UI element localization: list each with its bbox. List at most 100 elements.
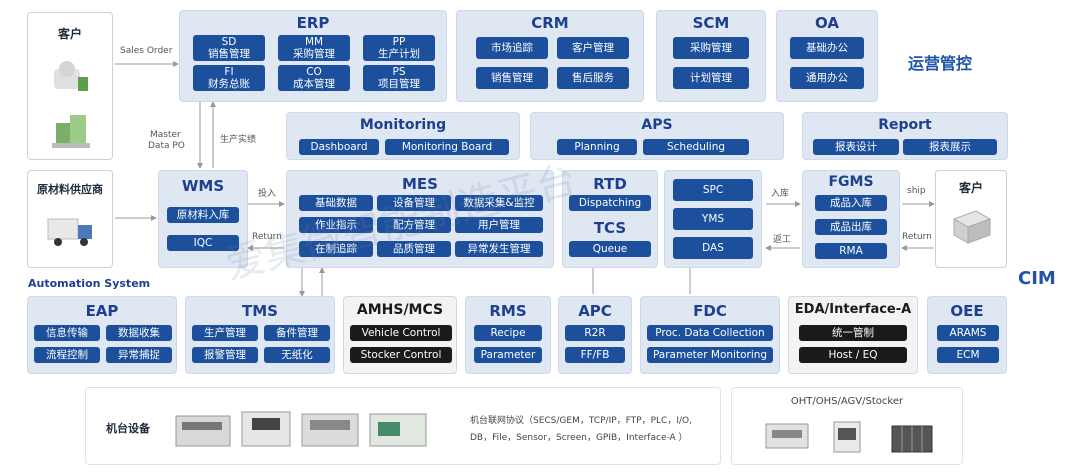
return-right-label: Return [902, 232, 932, 242]
crm-sales-button[interactable]: 销售管理 [476, 67, 548, 89]
tcs-title: TCS [593, 219, 627, 237]
return-left-label: Return [252, 232, 282, 242]
wms-inbound-button[interactable]: 原材料入库 [167, 207, 239, 223]
wms-iqc-button[interactable]: IQC [167, 235, 239, 251]
monitoring-panel: Monitoring Dashboard Monitoring Board [286, 112, 520, 160]
scm-panel: SCM 采购管理 计划管理 [656, 10, 766, 102]
queue-button[interactable]: Queue [569, 241, 651, 257]
eda-panel: EDA/Interface-A 统一管制 Host / EQ [788, 296, 918, 374]
cargo-icon [952, 210, 992, 244]
mes-instruction-button[interactable]: 作业指示 [299, 217, 373, 233]
proc-data-collection-button[interactable]: Proc. Data Collection [647, 325, 773, 341]
eda-title: EDA/Interface-A [794, 302, 912, 317]
tms-alarm-button[interactable]: 报警管理 [192, 347, 258, 363]
inbound-label: 入库 [771, 189, 790, 199]
fgms-inbound-button[interactable]: 成品入库 [815, 195, 887, 211]
crm-customer-button[interactable]: 客户管理 [557, 37, 629, 59]
crm-title: CRM [531, 14, 569, 32]
customer-icon [54, 61, 88, 91]
scm-plan-button[interactable]: 计划管理 [673, 67, 749, 89]
yms-button[interactable]: YMS [673, 208, 753, 230]
tms-paperless-button[interactable]: 无纸化 [264, 347, 330, 363]
scheduling-button[interactable]: Scheduling [643, 139, 749, 155]
parameter-monitoring-button[interactable]: Parameter Monitoring [647, 347, 773, 363]
crm-service-button[interactable]: 售后服务 [557, 67, 629, 89]
tms-title: TMS [242, 302, 278, 320]
ops-label: 运营管控 [908, 54, 973, 73]
crm-market-button[interactable]: 市场追踪 [476, 37, 548, 59]
oa-general-button[interactable]: 通用办公 [790, 67, 864, 89]
oee-panel: OEE ARAMS ECM [927, 296, 1007, 374]
eap-exception-button[interactable]: 异常捕捉 [106, 347, 172, 363]
master-label: Master [150, 130, 181, 140]
protocol-line-1: 机台联网协议（SECS/GEM，TCP/IP，FTP，PLC，I/O, [470, 416, 692, 426]
dispatching-button[interactable]: Dispatching [569, 195, 651, 211]
equipment-title: 机台设备 [106, 422, 150, 435]
oa-basic-button[interactable]: 基础办公 [790, 37, 864, 59]
customer-left-box: 客户 [27, 12, 113, 160]
parameter-button[interactable]: Parameter [474, 347, 542, 363]
mes-exception-button[interactable]: 异常发生管理 [455, 241, 543, 257]
spc-button[interactable]: SPC [673, 179, 753, 201]
eap-transfer-button[interactable]: 信息传输 [34, 325, 100, 341]
tms-production-button[interactable]: 生产管理 [192, 325, 258, 341]
erp-title: ERP [296, 14, 330, 32]
report-design-button[interactable]: 报表设计 [813, 139, 899, 155]
recipe-button[interactable]: Recipe [474, 325, 542, 341]
cim-label: CIM [1018, 268, 1056, 289]
oa-panel: OA 基础办公 通用办公 [776, 10, 878, 102]
mes-user-button[interactable]: 用户管理 [455, 217, 543, 233]
apc-title: APC [578, 302, 612, 320]
stocker-control-button[interactable]: Stocker Control [350, 347, 452, 363]
eap-title: EAP [85, 302, 119, 320]
mes-equipment-button[interactable]: 设备管理 [377, 195, 451, 211]
host-eq-button[interactable]: Host / EQ [799, 347, 907, 363]
dashboard-button[interactable]: Dashboard [299, 139, 379, 155]
mes-data-collect-button[interactable]: 数据采集&监控 [455, 195, 543, 211]
crm-panel: CRM 市场追踪 客户管理 销售管理 售后服务 [456, 10, 644, 102]
mes-quality-button[interactable]: 品质管理 [377, 241, 451, 257]
mes-recipe-button[interactable]: 配方管理 [377, 217, 451, 233]
equipment-panel: 机台设备 机台联网协议（SECS/GEM，TCP/IP，FTP，PLC，I/O,… [85, 387, 721, 465]
monitoring-board-button[interactable]: Monitoring Board [385, 139, 509, 155]
vehicle-control-button[interactable]: Vehicle Control [350, 325, 452, 341]
tms-spare-button[interactable]: 备件管理 [264, 325, 330, 341]
report-panel: Report 报表设计 报表展示 [802, 112, 1008, 160]
mes-wip-button[interactable]: 在制追踪 [299, 241, 373, 257]
input-label: 投入 [258, 189, 277, 199]
report-display-button[interactable]: 报表展示 [903, 139, 997, 155]
fdc-panel: FDC Proc. Data Collection Parameter Moni… [640, 296, 780, 374]
tms-panel: TMS 生产管理 备件管理 报警管理 无纸化 [185, 296, 335, 374]
spc-group-panel: SPC YMS DAS [664, 170, 762, 268]
arams-button[interactable]: ARAMS [937, 325, 999, 341]
mes-panel: MES 基础数据 设备管理 数据采集&监控 作业指示 配方管理 用户管理 在制追… [286, 170, 554, 268]
ecm-button[interactable]: ECM [937, 347, 999, 363]
mes-basic-data-button[interactable]: 基础数据 [299, 195, 373, 211]
transport-panel: OHT/OHS/AGV/Stocker [731, 387, 963, 465]
amhs-panel: AMHS/MCS Vehicle Control Stocker Control [343, 296, 457, 374]
wms-panel: WMS 原材料入库 IQC [158, 170, 248, 268]
fgms-outbound-button[interactable]: 成品出库 [815, 219, 887, 235]
sales-order-label: Sales Order [120, 46, 173, 56]
aps-panel: APS Planning Scheduling [530, 112, 784, 160]
das-button[interactable]: DAS [673, 237, 753, 259]
oee-title: OEE [950, 302, 984, 320]
scm-purchase-button[interactable]: 采购管理 [673, 37, 749, 59]
ff-fb-button[interactable]: FF/FB [565, 347, 625, 363]
planning-button[interactable]: Planning [557, 139, 637, 155]
transport-icons [765, 421, 933, 453]
fgms-rma-button[interactable]: RMA [815, 243, 887, 259]
eap-flow-button[interactable]: 流程控制 [34, 347, 100, 363]
truck-icon [47, 218, 92, 246]
unified-control-button[interactable]: 统一管制 [799, 325, 907, 341]
r2r-button[interactable]: R2R [565, 325, 625, 341]
prod-actual-label: 生产实绩 [220, 135, 257, 145]
eap-collect-button[interactable]: 数据收集 [106, 325, 172, 341]
